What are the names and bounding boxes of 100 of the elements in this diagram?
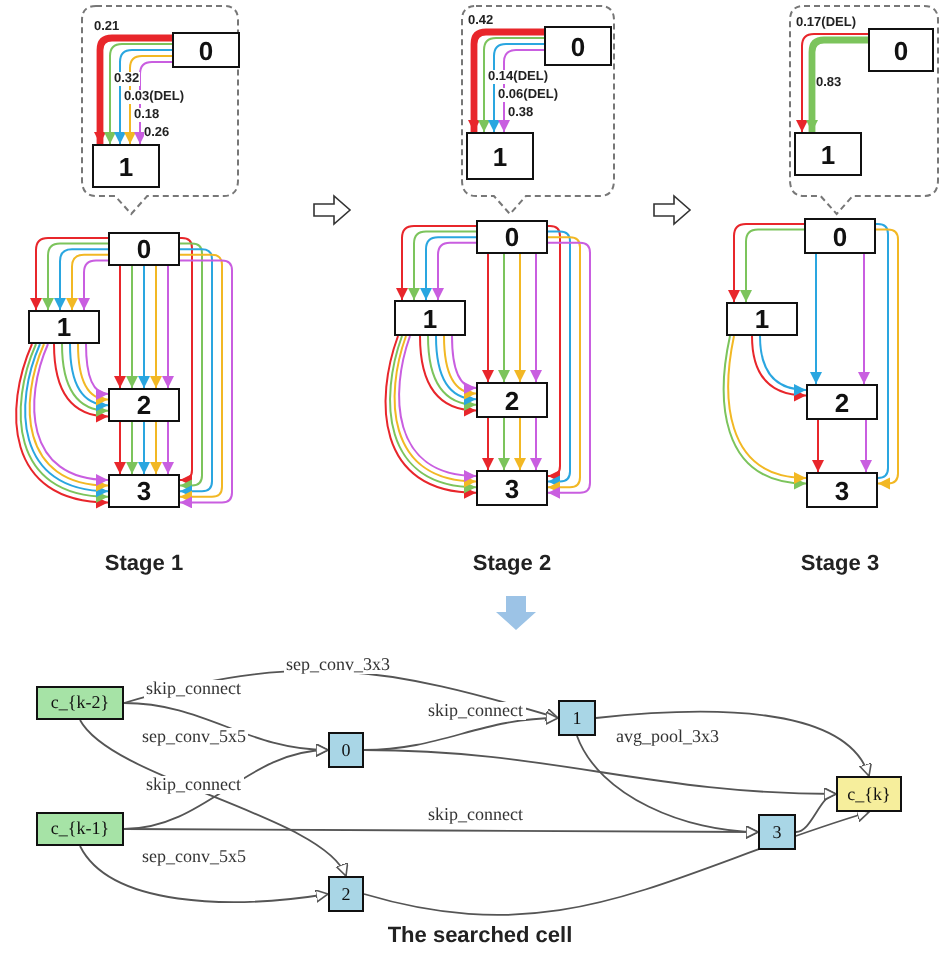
node-box: c_{k-1}	[36, 812, 124, 846]
arrow	[85, 343, 109, 399]
callout-bubble	[788, 4, 940, 216]
node-box: 3	[108, 474, 180, 508]
arrow	[547, 230, 571, 488]
arrow	[875, 223, 891, 484]
stage-label: Stage 1	[104, 552, 184, 576]
node-box: 0	[108, 232, 180, 266]
arrow	[432, 241, 477, 301]
stage-label: Stage 3	[800, 552, 880, 576]
arrow	[595, 710, 871, 777]
arrow	[54, 248, 109, 311]
node-box: c_{k}	[836, 776, 902, 812]
node-box: 0	[804, 218, 876, 254]
arrow	[875, 228, 899, 490]
arrow	[860, 419, 872, 473]
arrow	[420, 236, 477, 301]
arrow	[126, 265, 138, 389]
node-box: 2	[806, 384, 878, 420]
edge-label: sep_conv_3x3	[284, 656, 392, 674]
arrow	[162, 421, 174, 475]
arrow	[138, 421, 150, 475]
node-box: c_{k-2}	[36, 686, 124, 720]
arrow	[810, 253, 822, 385]
edge-label: skip_connect	[144, 680, 243, 698]
arrow	[751, 335, 807, 401]
arrow	[94, 34, 172, 144]
arrow	[547, 225, 561, 482]
node-box: 0	[544, 26, 612, 66]
arrow	[77, 343, 109, 405]
arrow	[806, 36, 868, 132]
arrow	[514, 253, 526, 383]
arrow	[812, 419, 824, 473]
node-box: 0	[868, 28, 934, 72]
node-box: 0	[476, 220, 548, 254]
arrow	[488, 43, 545, 133]
arrow	[443, 335, 477, 399]
arrow	[740, 228, 805, 303]
arrow	[30, 237, 109, 311]
node-box: 3	[806, 472, 878, 508]
arrow	[79, 845, 329, 903]
arrow	[179, 259, 233, 509]
node-box: 0	[328, 732, 364, 768]
node-box: 0	[172, 32, 240, 68]
arrow	[104, 43, 173, 145]
node-box: 1	[466, 132, 534, 180]
callout-bubble	[460, 4, 616, 216]
arrow	[547, 241, 591, 499]
arrow	[427, 335, 477, 411]
arrow	[795, 789, 837, 833]
arrow	[61, 343, 109, 417]
arrow	[796, 33, 869, 133]
arrow	[728, 223, 805, 303]
arrow	[482, 253, 494, 383]
arrow	[858, 253, 870, 385]
edge-label: skip_connect	[426, 806, 525, 824]
arrow	[114, 265, 126, 389]
node-box: 1	[28, 310, 100, 344]
arrow	[78, 259, 109, 311]
arrow	[451, 335, 477, 393]
arrow	[498, 253, 510, 383]
arrow	[179, 242, 203, 492]
node-box: 3	[758, 814, 796, 850]
arrow	[126, 421, 138, 475]
caption: The searched cell	[387, 924, 573, 948]
edge-label: sep_conv_5x5	[140, 728, 248, 746]
arrow	[478, 37, 545, 133]
arrow	[179, 253, 223, 503]
edge-label: sep_conv_5x5	[140, 848, 248, 866]
arrow	[69, 343, 109, 411]
arrow	[150, 265, 162, 389]
arrow	[514, 417, 526, 471]
node-box: 1	[394, 300, 466, 336]
arrow	[150, 421, 162, 475]
arrow	[547, 236, 581, 494]
arrow	[759, 335, 807, 396]
node-box: 2	[108, 388, 180, 422]
arrow	[179, 237, 193, 486]
arrow	[42, 242, 109, 311]
arrow	[576, 735, 759, 839]
arrow	[468, 28, 544, 132]
node-box: 1	[92, 144, 160, 188]
node-box: 1	[558, 700, 596, 736]
arrow	[162, 265, 174, 389]
arrow	[435, 335, 477, 405]
edge-label: skip_connect	[426, 702, 525, 720]
arrow	[363, 809, 870, 916]
edge-label: avg_pool_3x3	[614, 728, 721, 746]
edge-label: skip_connect	[144, 776, 243, 794]
arrow	[530, 253, 542, 383]
arrow	[396, 225, 477, 301]
node-box: 2	[476, 382, 548, 418]
arrow	[530, 417, 542, 471]
arrow	[179, 248, 213, 498]
node-box: 1	[726, 302, 798, 336]
arrow	[114, 421, 126, 475]
node-box: 3	[476, 470, 548, 506]
arrow	[419, 335, 477, 416]
arrow	[114, 49, 173, 145]
arrow	[482, 417, 494, 471]
